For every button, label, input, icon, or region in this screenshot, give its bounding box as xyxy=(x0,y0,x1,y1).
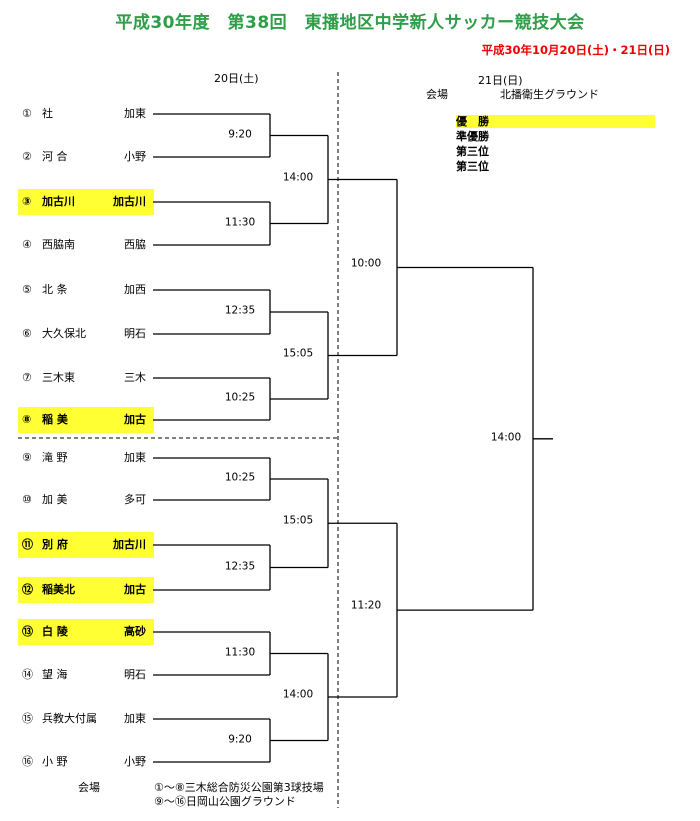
team-name: 西脇南 xyxy=(42,238,75,251)
team-number: ⑧ xyxy=(22,413,32,426)
team-name: 白 陵 xyxy=(42,625,68,638)
day1-venue-2: ⑨～⑯日岡山公園グラウンド xyxy=(154,795,296,808)
team-area: 加古川 xyxy=(113,195,146,208)
day2-label: 21日(日) xyxy=(478,74,523,87)
team-row: ⑦ 三木東 三木 xyxy=(18,365,154,391)
result-row: 第三位 xyxy=(456,160,489,173)
team-row: ⑭ 望 海 明石 xyxy=(18,662,154,688)
team-number: ④ xyxy=(22,238,32,251)
team-number: ⑪ xyxy=(22,538,33,551)
day1-venue-1: ①～⑧三木総合防災公園第3球技場 xyxy=(154,781,324,794)
round1-time: 10:25 xyxy=(224,471,256,484)
team-name: 大久保北 xyxy=(42,327,86,340)
team-number: ⑦ xyxy=(22,371,32,384)
team-row: ④ 西脇南 西脇 xyxy=(18,232,154,258)
team-name: 河 合 xyxy=(42,150,68,163)
team-area: 加古川 xyxy=(113,538,146,551)
final-time: 14:00 xyxy=(490,431,522,444)
team-area: 加東 xyxy=(124,712,146,725)
tournament-dates: 平成30年10月20日(土)・21日(日) xyxy=(481,43,670,57)
round1-time: 10:25 xyxy=(224,391,256,404)
team-name: 兵教大付属 xyxy=(42,712,97,725)
round1-time: 9:20 xyxy=(228,128,252,140)
team-number: ⑫ xyxy=(22,583,33,596)
team-row: ② 河 合 小野 xyxy=(18,144,154,170)
result-row: 準優勝 xyxy=(456,130,489,143)
team-row: ⑤ 北 条 加西 xyxy=(18,277,154,303)
team-number: ⑤ xyxy=(22,283,32,296)
team-row: ⑪ 別 府 加古川 xyxy=(18,532,154,558)
team-area: 高砂 xyxy=(124,625,146,638)
team-name: 稲美北 xyxy=(42,583,75,596)
team-area: 加東 xyxy=(124,451,146,464)
result-row: 第三位 xyxy=(456,145,489,158)
team-number: ⑬ xyxy=(22,625,33,638)
team-name: 加古川 xyxy=(42,195,75,208)
team-number: ⑮ xyxy=(22,712,33,725)
team-row: ⑥ 大久保北 明石 xyxy=(18,321,154,347)
team-number: ⑥ xyxy=(22,327,32,340)
team-name: 社 xyxy=(42,107,53,120)
team-row: ⑩ 加 美 多可 xyxy=(18,487,154,513)
team-name: 三木東 xyxy=(42,371,75,384)
team-row: ⑮ 兵教大付属 加東 xyxy=(18,706,154,732)
team-area: 多可 xyxy=(124,493,146,506)
team-area: 小野 xyxy=(124,755,146,768)
team-name: 別 府 xyxy=(42,538,68,551)
semifinal-time: 11:20 xyxy=(350,599,382,612)
team-row: ③ 加古川 加古川 xyxy=(18,189,154,215)
page-title: 平成30年度 第38回 東播地区中学新人サッカー競技大会 xyxy=(115,13,585,33)
round1-time: 12:35 xyxy=(224,560,256,572)
team-row: ⑨ 滝 野 加東 xyxy=(18,445,154,471)
team-area: 小野 xyxy=(124,150,146,163)
result-row: 優 勝 xyxy=(456,115,655,128)
team-area: 加古 xyxy=(124,413,146,426)
team-area: 明石 xyxy=(124,327,146,340)
round1-time: 11:30 xyxy=(224,646,256,658)
team-name: 滝 野 xyxy=(42,451,68,464)
team-name: 北 条 xyxy=(42,283,68,296)
round2-time: 15:05 xyxy=(282,514,314,527)
day1-label: 20日(土) xyxy=(214,72,259,85)
team-number: ⑩ xyxy=(22,493,32,506)
team-number: ⑭ xyxy=(22,668,33,681)
team-area: 加西 xyxy=(124,283,146,296)
round1-time: 12:35 xyxy=(224,304,256,317)
team-row: ⑫ 稲美北 加古 xyxy=(18,577,154,603)
team-row: ⑯ 小 野 小野 xyxy=(18,749,154,775)
team-name: 望 海 xyxy=(42,668,68,681)
team-area: 三木 xyxy=(124,371,146,384)
team-number: ⑯ xyxy=(22,755,33,768)
round1-time: 11:30 xyxy=(224,216,256,228)
team-row: ⑧ 稲 美 加古 xyxy=(18,407,154,433)
team-area: 加東 xyxy=(124,107,146,120)
team-number: ② xyxy=(22,150,32,163)
team-number: ① xyxy=(22,107,32,120)
round2-time: 14:00 xyxy=(282,171,314,183)
team-area: 西脇 xyxy=(124,238,146,251)
team-name: 加 美 xyxy=(42,493,68,506)
team-number: ⑨ xyxy=(22,451,32,464)
team-name: 小 野 xyxy=(42,755,68,768)
team-name: 稲 美 xyxy=(42,413,68,426)
round1-time: 9:20 xyxy=(228,733,252,745)
semifinal-time: 10:00 xyxy=(350,257,382,269)
team-number: ③ xyxy=(22,195,32,208)
round2-time: 15:05 xyxy=(282,347,314,359)
day2-venue-label: 会場 xyxy=(426,88,448,101)
team-area: 加古 xyxy=(124,583,146,596)
day2-venue: 北播衛生グラウンド xyxy=(500,88,599,101)
team-area: 明石 xyxy=(124,668,146,681)
day1-venue-label: 会場 xyxy=(78,781,100,794)
round2-time: 14:00 xyxy=(282,688,314,701)
team-row: ⑬ 白 陵 高砂 xyxy=(18,619,154,645)
